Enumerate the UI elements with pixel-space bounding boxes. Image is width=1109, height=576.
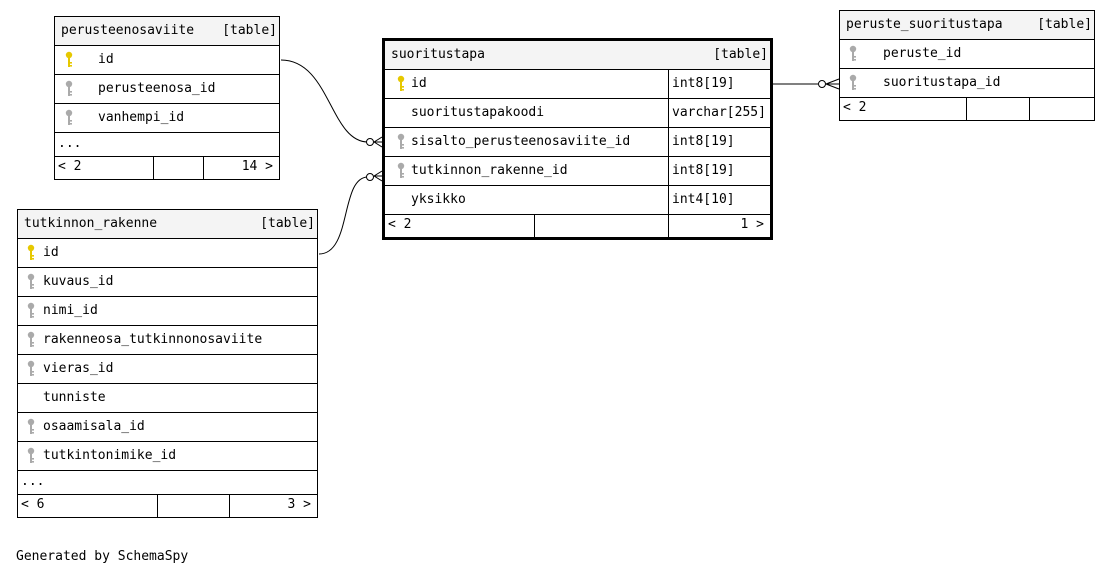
- column-row-suoritustapakoodi[interactable]: suoritustapakoodi varchar[255]: [385, 99, 770, 128]
- column-name: osaamisala_id: [43, 419, 145, 434]
- column-name: perusteenosa_id: [98, 81, 216, 96]
- foreign-key-icon: [26, 302, 36, 320]
- edge-crowfoot: [825, 78, 840, 90]
- footer-children-count: < 2: [843, 100, 867, 115]
- foreign-key-icon: [26, 418, 36, 436]
- foreign-key-icon: [64, 80, 74, 98]
- column-name: yksikko: [411, 192, 466, 207]
- column-name: id: [43, 245, 59, 260]
- column-row-tunniste[interactable]: tunniste: [18, 384, 317, 413]
- footer-parents-count: 14 >: [241, 159, 273, 174]
- edge-circle: [818, 80, 826, 88]
- column-name: peruste_id: [883, 46, 962, 61]
- column-row-tutkintonimike-id[interactable]: tutkintonimike_id: [18, 442, 317, 471]
- table-tag: [table]: [260, 216, 315, 231]
- column-name: sisalto_perusteenosaviite_id: [411, 134, 631, 149]
- generated-by-label: Generated by SchemaSpy: [16, 549, 189, 564]
- column-row-vanhempi-id[interactable]: vanhempi_id: [55, 104, 279, 133]
- table-header: tutkinnon_rakenne [table]: [18, 210, 317, 239]
- footer-children-count: < 2: [388, 217, 412, 232]
- table-tag: [table]: [713, 47, 768, 62]
- column-name: rakenneosa_tutkinnonosaviite: [43, 332, 263, 347]
- foreign-key-icon: [26, 360, 36, 378]
- column-name: nimi_id: [43, 303, 98, 318]
- more-columns: ...: [55, 133, 279, 157]
- column-row-id[interactable]: id: [18, 239, 317, 268]
- table-name: tutkinnon_rakenne: [24, 216, 158, 231]
- table-name: perusteenosaviite: [61, 23, 195, 38]
- column-name: suoritustapa_id: [883, 75, 1001, 90]
- table-name: peruste_suoritustapa: [846, 17, 1003, 32]
- edge-crowfoot: [373, 170, 383, 182]
- table-header: perusteenosaviite [table]: [55, 17, 279, 46]
- column-row-id[interactable]: id: [55, 46, 279, 75]
- column-name: suoritustapakoodi: [411, 105, 545, 120]
- column-row-nimi-id[interactable]: nimi_id: [18, 297, 317, 326]
- column-row-perusteenosa-id[interactable]: perusteenosa_id: [55, 75, 279, 104]
- column-row-rakenneosa-tutkinnonosaviite[interactable]: rakenneosa_tutkinnonosaviite: [18, 326, 317, 355]
- footer-parents-count: 3 >: [287, 497, 311, 512]
- footer-children-count: < 6: [21, 497, 45, 512]
- column-row-peruste-id[interactable]: peruste_id: [840, 40, 1094, 69]
- column-type: int8[19]: [668, 70, 770, 98]
- table-footer: < 2: [840, 98, 1094, 120]
- foreign-key-icon: [848, 45, 858, 63]
- column-name: tutkintonimike_id: [43, 448, 177, 463]
- foreign-key-icon: [26, 447, 36, 465]
- table-name: suoritustapa: [391, 47, 485, 62]
- column-row-kuvaus-id[interactable]: kuvaus_id: [18, 268, 317, 297]
- edge-circle: [366, 173, 374, 181]
- edge-circle: [366, 138, 374, 146]
- column-row-osaamisala-id[interactable]: osaamisala_id: [18, 413, 317, 442]
- foreign-key-icon: [848, 74, 858, 92]
- table-footer: < 2 1 >: [385, 215, 770, 237]
- table-tag: [table]: [222, 23, 277, 38]
- foreign-key-icon: [396, 162, 406, 180]
- foreign-key-icon: [64, 109, 74, 127]
- column-type: varchar[255]: [668, 99, 770, 127]
- edge-crowfoot: [373, 136, 383, 148]
- foreign-key-icon: [396, 133, 406, 151]
- column-name: id: [98, 52, 114, 67]
- footer-parents-count: 1 >: [740, 217, 764, 232]
- column-name: tunniste: [43, 390, 106, 405]
- primary-key-icon: [64, 51, 74, 69]
- column-name: id: [411, 76, 427, 91]
- column-row-vieras-id[interactable]: vieras_id: [18, 355, 317, 384]
- foreign-key-icon: [26, 331, 36, 349]
- primary-key-icon: [396, 75, 406, 93]
- primary-key-icon: [26, 244, 36, 262]
- footer-children-count: < 2: [58, 159, 82, 174]
- column-row-id[interactable]: id int8[19]: [385, 70, 770, 99]
- more-columns: ...: [18, 471, 317, 495]
- column-name: vieras_id: [43, 361, 114, 376]
- table-tag: [table]: [1037, 17, 1092, 32]
- table-footer: < 6 3 >: [18, 495, 317, 517]
- column-name: tutkinnon_rakenne_id: [411, 163, 568, 178]
- table-perusteenosaviite[interactable]: perusteenosaviite [table] id perusteenosa…: [54, 16, 280, 180]
- column-type: int8[19]: [668, 128, 770, 156]
- column-row-suoritustapa-id[interactable]: suoritustapa_id: [840, 69, 1094, 98]
- column-row-sisalto-perusteenosaviite-id[interactable]: sisalto_perusteenosaviite_id int8[19]: [385, 128, 770, 157]
- table-footer: < 2 14 >: [55, 157, 279, 179]
- column-row-tutkinnon-rakenne-id[interactable]: tutkinnon_rakenne_id int8[19]: [385, 157, 770, 186]
- edge-tutkinnon-rakenne-suoritustapa: [318, 176, 369, 255]
- edge-perusteenosaviite-suoritustapa: [280, 59, 369, 143]
- table-header: peruste_suoritustapa [table]: [840, 11, 1094, 40]
- column-type: int8[19]: [668, 157, 770, 185]
- foreign-key-icon: [26, 273, 36, 291]
- column-name: kuvaus_id: [43, 274, 114, 289]
- column-row-yksikko[interactable]: yksikko int4[10]: [385, 186, 770, 215]
- column-type: int4[10]: [668, 186, 770, 214]
- table-header: suoritustapa [table]: [385, 41, 770, 70]
- column-name: vanhempi_id: [98, 110, 185, 125]
